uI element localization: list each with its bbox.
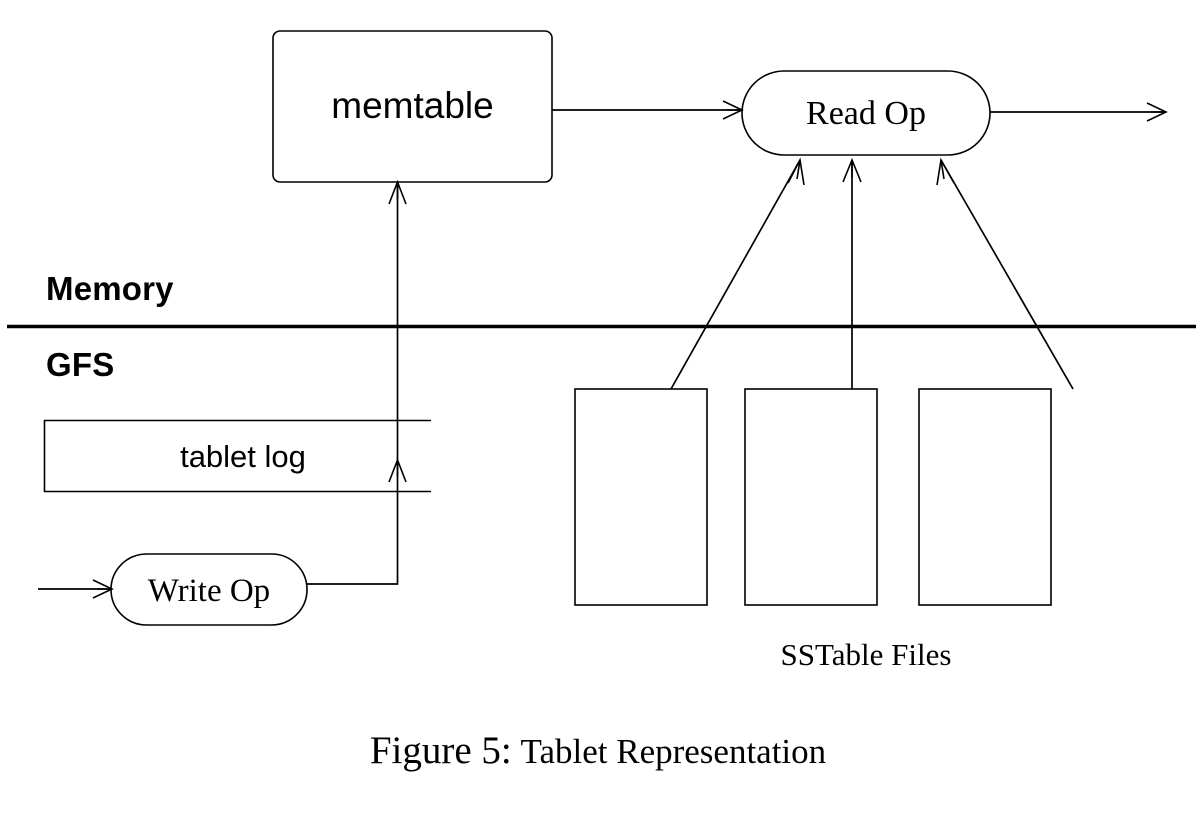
sstable-files-label: SSTable Files xyxy=(781,637,952,672)
arrowhead-write-op-to-tablet-log xyxy=(388,457,407,483)
memtable-box[interactable] xyxy=(272,30,553,183)
read-op-node[interactable] xyxy=(741,70,991,156)
arrowhead-write-op-to-memtable xyxy=(388,179,407,205)
arrowhead-sstable-1-to-read-op xyxy=(787,157,805,186)
connector-sstable-3-to-read-op xyxy=(940,159,1074,390)
memory-section-label: Memory xyxy=(46,270,174,307)
sstable-file-2[interactable] xyxy=(744,388,878,606)
connector-write-op-to-memtable xyxy=(307,183,399,585)
sstable-file-3[interactable] xyxy=(918,388,1052,606)
memtable-label: memtable xyxy=(331,85,493,126)
write-op-label: Write Op xyxy=(148,573,270,609)
sstable-file-1[interactable] xyxy=(574,388,708,606)
connector-sstable-1-to-read-op xyxy=(670,159,801,390)
arrowhead-sstable-2-to-read-op xyxy=(842,157,862,183)
read-op-label: Read Op xyxy=(806,95,926,132)
gfs-section-label: GFS xyxy=(46,346,114,383)
figure-caption-label: Figure 5: xyxy=(369,729,512,772)
figure-caption: Figure 5: Tablet Representation xyxy=(0,728,1196,773)
tablet-log-label: tablet log xyxy=(180,439,306,474)
arrowhead-sstable-3-to-read-op xyxy=(936,157,955,186)
arrowhead-read-op-output xyxy=(1146,102,1168,122)
figure-caption-text: Tablet Representation xyxy=(520,732,827,771)
arrowhead-client-to-write-op xyxy=(92,579,114,599)
arrowhead-memtable-to-read-op xyxy=(722,100,744,120)
